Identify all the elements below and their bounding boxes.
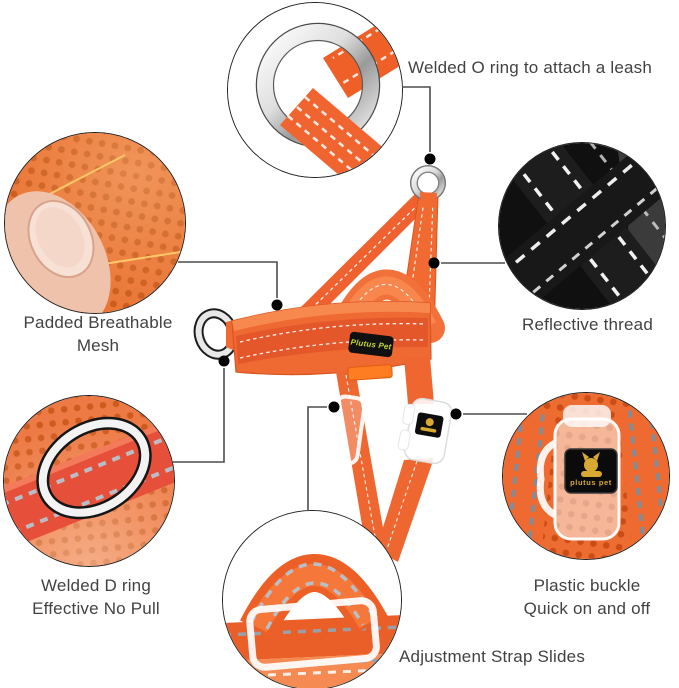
connector-dot-dring [218, 355, 230, 367]
callout-photo-buckle: plutus pet [502, 392, 670, 560]
connector-oring [402, 86, 431, 152]
connector-mesh [178, 261, 278, 298]
connector-dot-slides [328, 401, 340, 413]
caption-welded-d-ring-line1: Welded D ring [40, 576, 151, 595]
callout-photo-dring [3, 395, 175, 567]
caption-padded-mesh: Padded Breathable Mesh [2, 311, 194, 357]
d-ring-icon [193, 308, 239, 360]
connector-dot-mesh [271, 299, 283, 311]
caption-welded-d-ring: Welded D ring Effective No Pull [0, 574, 192, 620]
buckle-icon [397, 397, 453, 465]
caption-welded-o-ring: Welded O ring to attach a leash [408, 58, 653, 77]
caption-adjustment-slides: Adjustment Strap Slides [399, 647, 586, 666]
callout-photo-oring [227, 2, 403, 178]
clear-slide-icon [246, 597, 380, 671]
caption-welded-d-ring-line2: Effective No Pull [32, 599, 160, 618]
caption-reflective-thread: Reflective thread [522, 315, 653, 334]
connector-dot-oring [424, 153, 436, 165]
callout-photo-mesh [4, 132, 186, 314]
brand-tag: Plutus Pet [347, 331, 395, 358]
caption-padded-mesh-line1: Padded Breathable [23, 313, 173, 332]
caption-plastic-buckle: Plastic buckle Quick on and off [492, 574, 679, 620]
finger-thumbnail [5, 191, 111, 313]
harness-drawing [193, 165, 453, 562]
callout-photo-slides [222, 510, 402, 688]
caption-padded-mesh-line2: Mesh [76, 336, 120, 355]
caption-plastic-buckle-line2: Quick on and off [523, 599, 651, 618]
connector-slides [307, 406, 327, 511]
clear-buckle-icon [536, 405, 621, 541]
connector-dot-buckle [450, 408, 462, 420]
o-ring-icon [410, 165, 446, 201]
connector-dring [173, 368, 225, 463]
d-ring-large-icon [36, 416, 152, 520]
caption-plastic-buckle-line1: Plastic buckle [533, 576, 641, 595]
connector-dot-reflective [428, 257, 440, 269]
buckle-brand-text: plutus pet [570, 478, 612, 487]
callout-photo-reflective [498, 142, 666, 310]
cat-logo-icon [581, 452, 602, 477]
